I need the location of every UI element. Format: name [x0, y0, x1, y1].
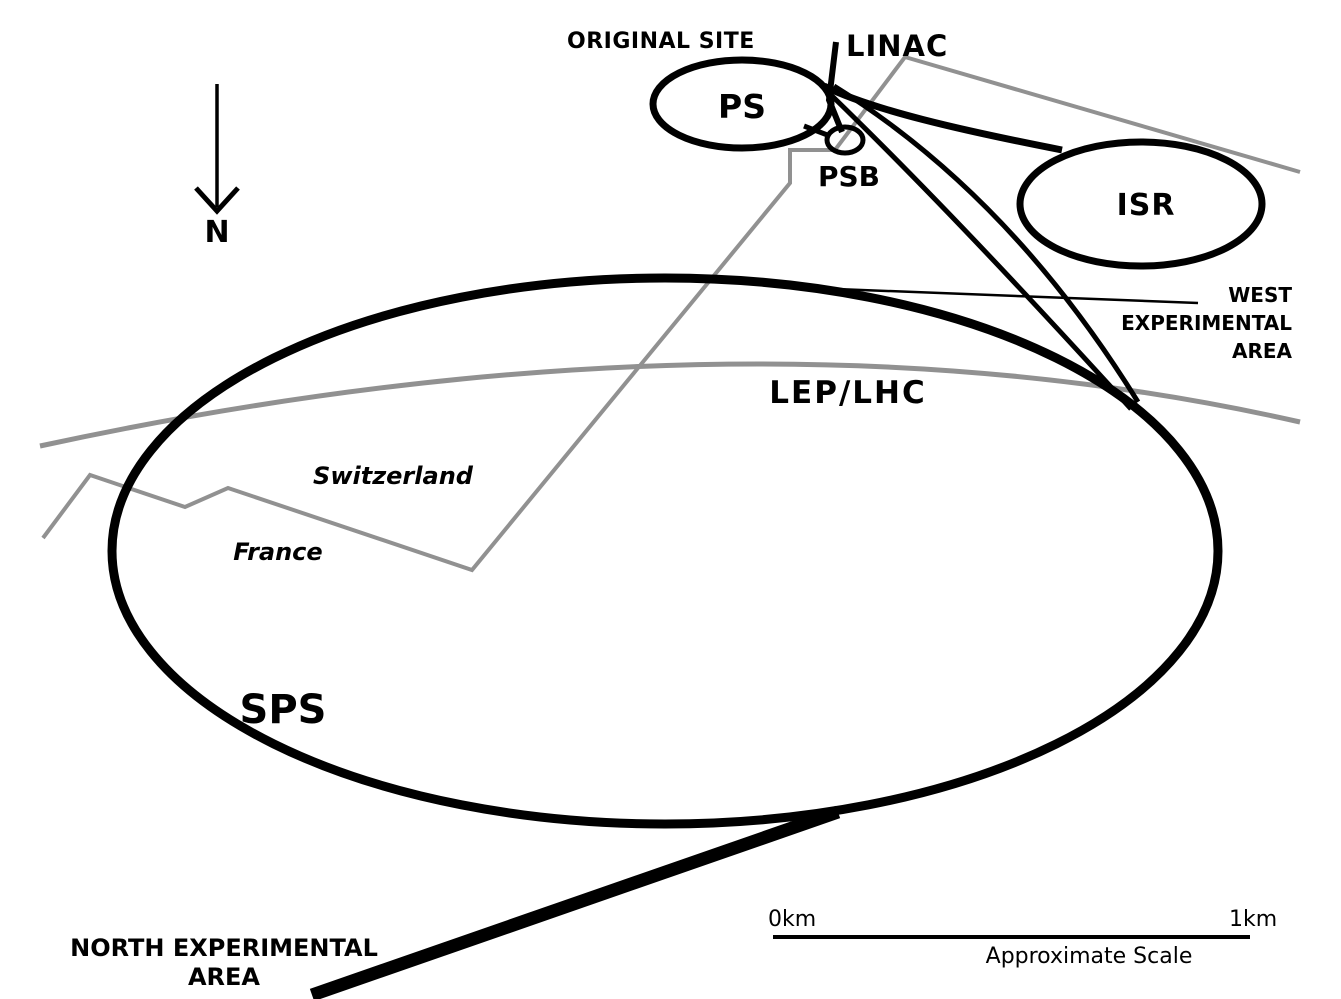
west-area-pointer-line: [835, 287, 1199, 305]
psb-ring: [824, 124, 866, 156]
label-linac: LINAC: [846, 29, 949, 63]
sps-ring: [107, 273, 1223, 829]
north-area-transfer-line: [309, 805, 841, 999]
label-ps: PS: [718, 87, 766, 127]
scale-bar-start-label: 0km: [768, 907, 817, 932]
isr-ring: [1016, 138, 1266, 270]
psb-sps-transfer-line-a: [832, 83, 1141, 404]
label-psb: PSB: [817, 159, 881, 193]
psb-sps-transfer-line-b: [827, 91, 1133, 411]
scale-bar-end-label: 1km: [1229, 907, 1278, 932]
label-switzerland: Switzerland: [313, 462, 473, 491]
linac-line: [825, 41, 845, 134]
lep-lhc-ring-arc: [39, 361, 1301, 449]
label-west-experimental-area: WEST EXPERIMENTAL AREA: [1121, 283, 1292, 363]
north-arrow-icon: [194, 84, 240, 215]
label-north-experimental-area: NORTH EXPERIMENTAL AREA: [70, 934, 378, 991]
scale-bar-caption: Approximate Scale: [985, 944, 1193, 969]
label-lep-lhc: LEP/LHC: [769, 375, 927, 412]
north-arrow-head: [194, 186, 240, 215]
label-original-site: ORIGINAL SITE: [567, 29, 755, 54]
label-sps: SPS: [239, 687, 327, 733]
label-compass-north: N: [204, 214, 230, 250]
label-isr: ISR: [1116, 187, 1176, 223]
label-france: France: [233, 538, 323, 567]
ps-psb-link-line: [803, 123, 831, 139]
